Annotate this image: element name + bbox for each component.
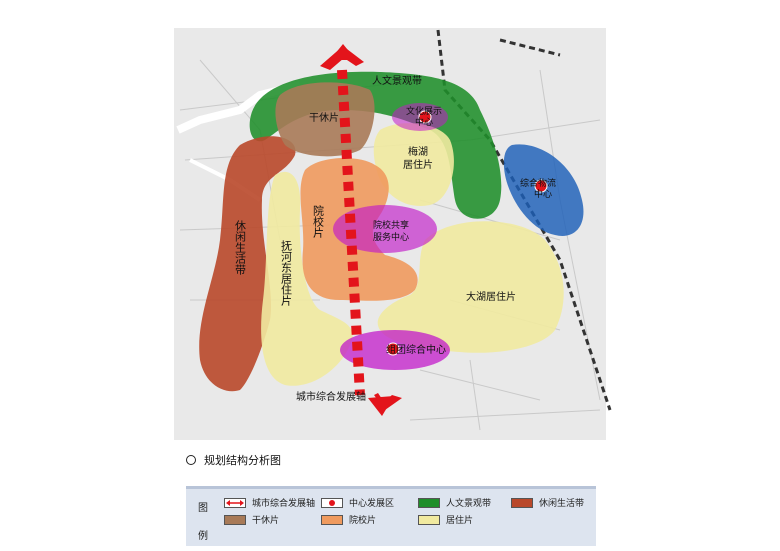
legend-label: 休闲生活带	[539, 499, 585, 509]
legend-label: 城市综合发展轴	[252, 499, 316, 509]
label-meihu-1: 梅湖	[408, 145, 428, 158]
label-wenhua-2: 中心	[415, 116, 433, 128]
label-gongxiang-1: 院校共享	[373, 219, 409, 231]
label-zutuan: 组团综合中心	[386, 343, 446, 356]
green-swatch	[418, 497, 440, 508]
label-xiuxian: 休闲生活带	[234, 220, 247, 276]
label-fuhe: 抚河东居住片	[280, 239, 293, 307]
brown-swatch	[224, 514, 246, 525]
orange-swatch	[321, 514, 343, 525]
label-dahu: 大湖居住片	[466, 290, 516, 303]
red-swatch	[511, 497, 533, 508]
dahu-residential-area	[377, 221, 564, 353]
legend-item-ganxiu: 干休片	[224, 513, 279, 526]
legend-item-xiuxian: 休闲生活带	[511, 496, 584, 509]
center-marker-logistics	[534, 179, 548, 193]
center-marker-zutuan	[386, 342, 400, 356]
legend-label: 干休片	[252, 516, 280, 526]
legend-item-axis: 城市综合发展轴	[224, 496, 315, 509]
center-swatch-icon	[321, 497, 343, 508]
legend-item-renwen: 人文景观带	[418, 496, 491, 509]
legend-heading: 图例	[198, 503, 208, 542]
figure-title-text: 规划结构分析图	[204, 454, 281, 467]
legend-label: 居住片	[446, 516, 474, 526]
leisure-life-band	[199, 136, 296, 392]
fuhe-east-residential-area	[261, 171, 353, 386]
title-bullet-icon	[186, 455, 196, 465]
yellow-swatch	[418, 514, 440, 525]
legend-item-center: 中心发展区	[321, 496, 394, 509]
legend-label: 院校片	[349, 516, 377, 526]
campus-shared-service-center-zone	[333, 205, 437, 253]
label-yuanxiao: 院校片	[312, 204, 325, 239]
legend-item-yuanxiao: 院校片	[321, 513, 376, 526]
figure-title: 规划结构分析图	[186, 452, 281, 468]
railway-line	[436, 29, 612, 411]
meihu-residential-area	[373, 123, 454, 206]
urban-development-axis	[320, 44, 402, 416]
legend-label: 中心发展区	[349, 499, 395, 509]
label-wuliu-2: 中心	[534, 188, 552, 200]
legend-item-juzhu: 居住片	[418, 513, 473, 526]
label-meihu-2: 居住片	[403, 158, 433, 171]
label-axis: 城市综合发展轴	[296, 390, 366, 403]
legend-panel: 图例 城市综合发展轴 中心发展区 人文景观带 休闲生活带 干休片 院校片 居住	[186, 486, 596, 546]
label-wuliu-1: 综合物流	[520, 177, 556, 189]
label-renwen: 人文景观带	[372, 74, 422, 87]
legend-label: 人文景观带	[446, 499, 492, 509]
label-wenhua-1: 文化展示	[406, 105, 442, 117]
center-marker-wenhua	[418, 110, 432, 124]
label-ganxiu: 干休片	[309, 111, 339, 124]
label-gongxiang-2: 服务中心	[373, 231, 409, 243]
railway-branch	[499, 38, 561, 57]
axis-swatch-icon	[224, 497, 246, 508]
